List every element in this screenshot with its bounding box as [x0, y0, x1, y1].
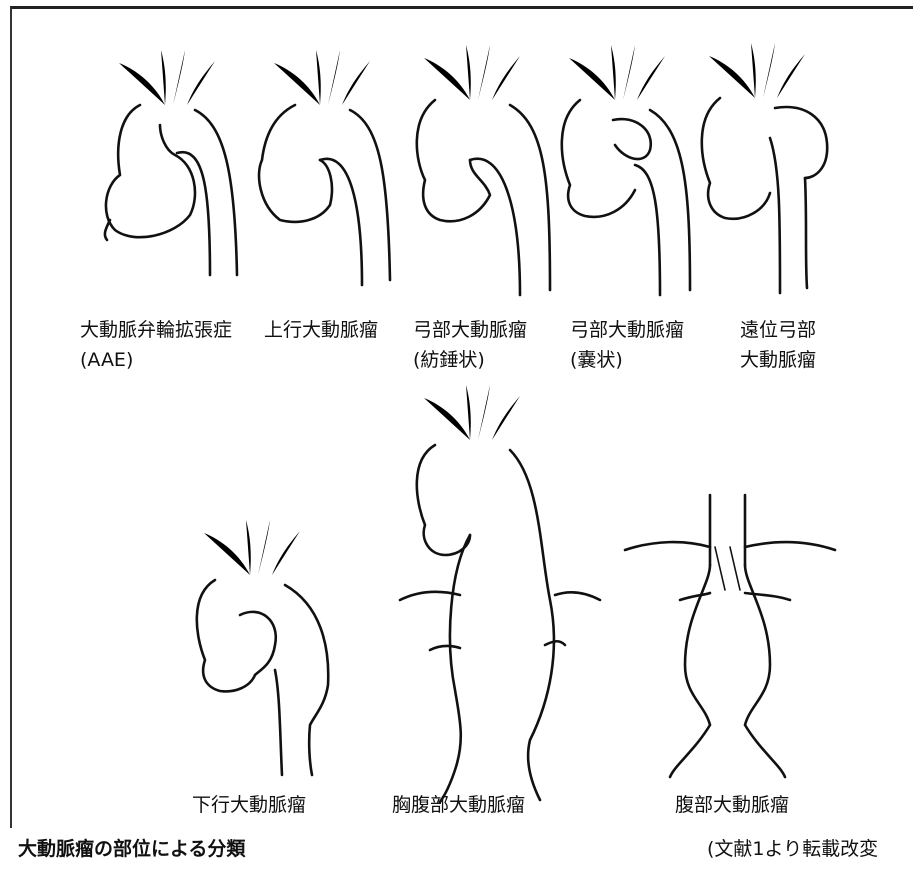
- label-thoracoabdominal-line1: 胸腹部大動脈瘤: [392, 790, 525, 820]
- label-arch-saccular: 弓部大動脈瘤 (嚢状): [570, 315, 684, 375]
- arch-saccular-aorta-drawing: [562, 39, 690, 295]
- label-arch-saccular-line1: 弓部大動脈瘤: [570, 315, 684, 345]
- label-aae-line1: 大動脈弁輪拡張症: [80, 315, 232, 345]
- label-thoracoabdominal: 胸腹部大動脈瘤: [392, 790, 525, 820]
- label-arch-fusiform: 弓部大動脈瘤 (紡錘状): [413, 315, 527, 375]
- descending-aorta-drawing: [197, 514, 328, 775]
- figure-caption: 大動脈瘤の部位による分類: [18, 834, 245, 861]
- label-distal-arch: 遠位弓部 大動脈瘤: [740, 315, 816, 375]
- label-abdominal-line1: 腹部大動脈瘤: [675, 790, 789, 820]
- thoracoabdominal-aorta-drawing: [400, 379, 600, 802]
- label-arch-saccular-line2: (嚢状): [570, 345, 684, 375]
- label-ascending-line1: 上行大動脈瘤: [264, 315, 378, 345]
- label-distal-arch-line2: 大動脈瘤: [740, 345, 816, 375]
- aae-aorta-drawing: [105, 44, 237, 275]
- arch-fusiform-aorta-drawing: [417, 39, 550, 295]
- label-aae: 大動脈弁輪拡張症 (AAE): [80, 315, 232, 375]
- label-arch-fusiform-line2: (紡錘状): [413, 345, 527, 375]
- source-note: (文献1より転載改変: [707, 834, 878, 861]
- label-descending-line1: 下行大動脈瘤: [192, 790, 306, 820]
- distal-arch-aorta-drawing: [702, 37, 827, 293]
- label-descending: 下行大動脈瘤: [192, 790, 306, 820]
- label-ascending: 上行大動脈瘤: [264, 315, 378, 345]
- label-aae-line2: (AAE): [80, 345, 232, 375]
- label-arch-fusiform-line1: 弓部大動脈瘤: [413, 315, 527, 345]
- label-distal-arch-line1: 遠位弓部: [740, 315, 816, 345]
- abdominal-aorta-drawing: [625, 495, 835, 777]
- label-abdominal: 腹部大動脈瘤: [675, 790, 789, 820]
- ascending-aorta-drawing: [259, 44, 390, 285]
